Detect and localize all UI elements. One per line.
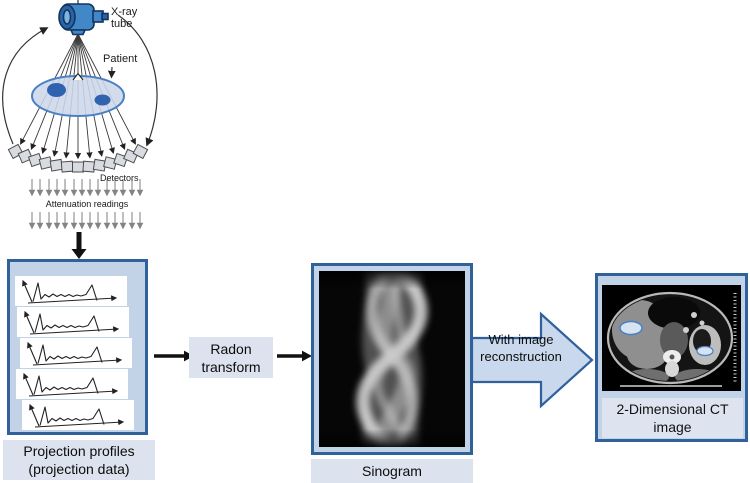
detector-arc: [7, 143, 149, 173]
reconstruction-arrow-label: With image reconstruction: [469, 331, 573, 365]
ct-image-caption: 2-Dimensional CT image: [602, 398, 743, 438]
lesion-left: [47, 83, 66, 97]
projection-profile-card: [22, 400, 134, 430]
projection-profile-plot: [16, 369, 128, 399]
ct-scan-image: [602, 285, 741, 391]
radon-label-line2: transform: [201, 358, 261, 375]
ct-caption-line2: image: [653, 419, 692, 435]
sinogram-box: [311, 263, 473, 455]
patient-label: Patient: [103, 53, 138, 65]
attenuation-readings-label: Attenuation readings: [45, 199, 129, 209]
projection-profile-card: [15, 276, 127, 306]
ct-lesion-left: [619, 320, 643, 336]
projection-caption-line2: (projection data): [28, 461, 130, 477]
ct-caption-line1: 2-Dimensional CT: [616, 401, 729, 417]
projection-profile-card: [20, 338, 132, 368]
rotation-arc-left: [2, 27, 49, 145]
to-projection-arrow: [71, 232, 87, 259]
xray-tube-label: X-ray tube: [111, 6, 138, 30]
reconstruction-block-arrow: [470, 311, 594, 409]
projection-profile-plot: [15, 276, 127, 306]
sinogram-caption: Sinogram: [311, 459, 473, 483]
detectors-label: Detectors: [100, 173, 139, 183]
projection-profile-card: [16, 369, 128, 399]
rotation-arrows: [2, 14, 158, 147]
projection-profile-plot: [20, 338, 132, 368]
radon-out-arrow: [277, 350, 312, 362]
sinogram-image: [319, 271, 465, 447]
lesion-right: [94, 94, 111, 106]
projection-profile-card: [17, 307, 129, 337]
projection-profiles-caption: Projection profiles (projection data): [3, 440, 155, 480]
sinogram-caption-text: Sinogram: [362, 463, 422, 479]
patient-pointer-arrow: [107, 66, 116, 79]
projection-caption-line1: Projection profiles: [23, 443, 135, 459]
projection-profile-plot: [22, 400, 134, 430]
radon-label-line1: Radon: [210, 340, 252, 357]
recon-label-line2: reconstruction: [480, 349, 562, 364]
scanner-diagram: [2, 0, 158, 259]
projection-profile-plot: [17, 307, 129, 337]
projection-profiles-box: [7, 259, 148, 435]
beam-apex-caret: [72, 72, 84, 81]
x-ray-tube-icon: [58, 3, 109, 36]
radon-transform-box: Radon transform: [189, 337, 273, 378]
ct-image-box: 2-Dimensional CT image: [595, 273, 748, 442]
rotation-arc-right: [117, 14, 158, 147]
radon-in-arrow: [154, 350, 194, 362]
ct-lesion-right: [696, 345, 714, 357]
recon-label-line1: With image: [488, 332, 554, 347]
